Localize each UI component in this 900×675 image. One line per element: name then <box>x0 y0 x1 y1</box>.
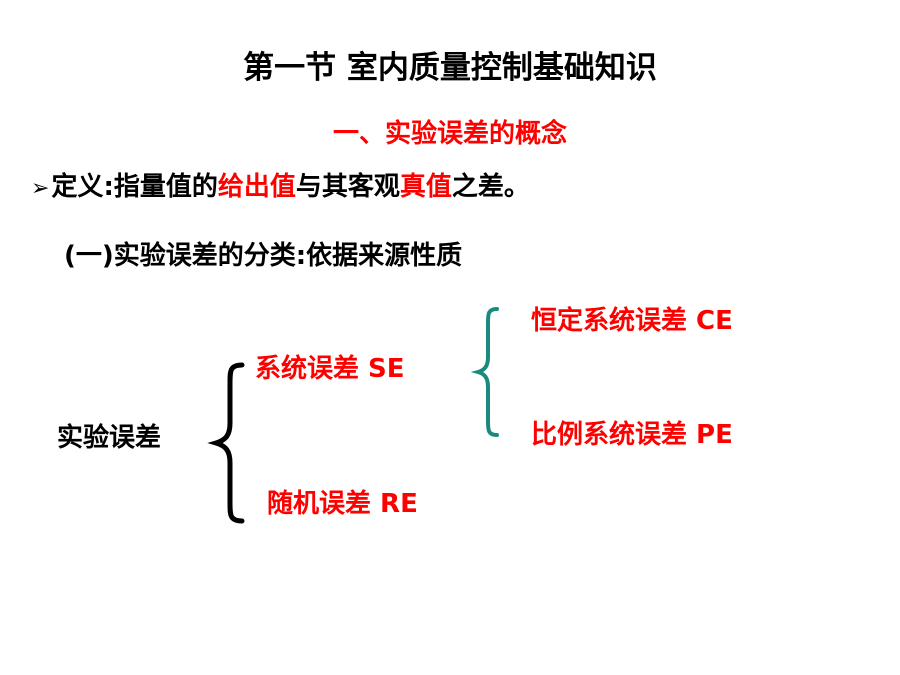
definition-line: ➢定义:指量值的给出值与其客观真值之差。 <box>31 174 530 200</box>
main-brace-icon <box>207 362 245 524</box>
definition-text-2: 与其客观 <box>295 172 400 202</box>
classification-heading: (一)实验误差的分类:依据来源性质 <box>64 241 463 271</box>
tree-node-constant-systematic-error: 恒定系统误差 CE <box>531 306 733 336</box>
page-title: 第一节 室内质量控制基础知识 <box>243 50 657 86</box>
tree-root-label: 实验误差 <box>57 423 162 453</box>
tree-node-systematic-error: 系统误差 SE <box>255 354 405 384</box>
tree-node-random-error: 随机误差 RE <box>267 489 418 519</box>
definition-text-1: 定义:指量值的 <box>51 172 218 202</box>
definition-highlight-given-value: 给出值 <box>217 172 296 202</box>
sub-brace-icon <box>470 307 499 437</box>
definition-text-3: 之差。 <box>451 172 530 202</box>
arrow-bullet-icon: ➢ <box>31 176 50 201</box>
definition-highlight-true-value: 真值 <box>399 172 452 202</box>
section-subtitle: 一、实验误差的概念 <box>332 119 567 149</box>
tree-node-proportional-systematic-error: 比例系统误差 PE <box>531 420 733 450</box>
